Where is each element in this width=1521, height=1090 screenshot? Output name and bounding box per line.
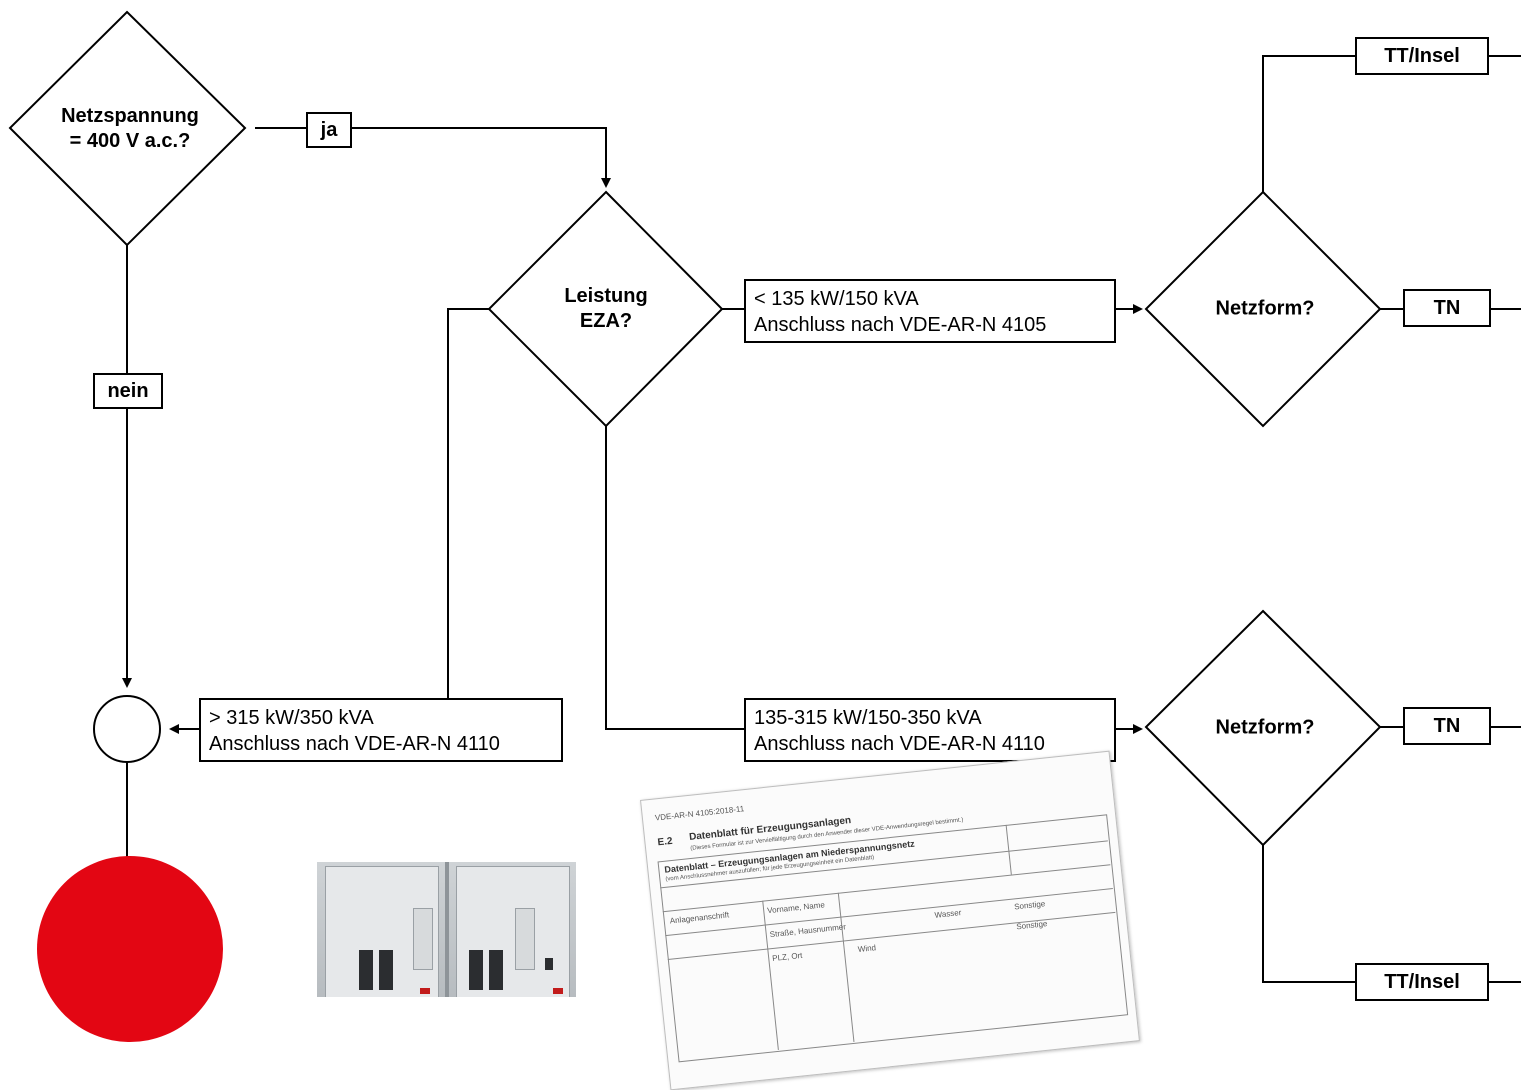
decision-leistung-line1: Leistung [564,285,648,307]
decision-leistung-line2: EZA? [579,310,633,332]
label-nein: nein [93,373,163,409]
connector-ja [255,127,611,188]
connector-tt-bottom [1262,845,1521,983]
decision-netzform-top-shape [1144,190,1382,428]
connector-tt-top [1262,55,1521,192]
decision-netzspannung-line2: = 400 V a.c.? [69,130,191,152]
cabinet-photo [317,862,576,997]
decision-netzform-top-text: Netzform? [1215,297,1315,320]
label-gt315-line2: Anschluss nach VDE-AR-N 4110 [209,733,500,755]
label-tn-bottom: TN [1403,707,1491,745]
decision-netzform-bottom-text: Netzform? [1215,716,1315,739]
label-gt315-line1: > 315 kW/350 kVA [209,707,374,729]
datenblatt-sheet: VDE-AR-N 4105:2018-11 E.2 Datenblatt für… [640,750,1140,1090]
sheet-option-wind: Wind [857,943,877,955]
label-lt135-line2: Anschluss nach VDE-AR-N 4105 [754,314,1047,336]
label-tt-insel-bottom: TT/Insel [1355,963,1489,1001]
decision-leistung-text: Leistung EZA? [564,284,647,334]
connector-mid [605,426,1143,734]
label-mid-line1: 135-315 kW/150-350 kVA [754,707,982,729]
label-ja: ja [306,112,352,148]
sheet-header: VDE-AR-N 4105:2018-11 [654,804,745,823]
label-lt135: < 135 kW/150 kVA Anschluss nach VDE-AR-N… [744,279,1116,343]
connector-gt315-up [447,308,489,729]
junction-circle [93,695,161,763]
label-mid-line2: Anschluss nach VDE-AR-N 4110 [754,733,1045,755]
label-tn-top: TN [1403,289,1491,327]
decision-netzspannung-line1: Netzspannung [61,105,199,127]
red-disc-decoration [37,856,223,1042]
decision-netzspannung-text: Netzspannung = 400 V a.c.? [61,104,199,154]
sheet-section: E.2 [657,835,674,849]
label-mid: 135-315 kW/150-350 kVA Anschluss nach VD… [744,698,1116,762]
label-lt135-line1: < 135 kW/150 kVA [754,288,919,310]
label-gt315: > 315 kW/350 kVA Anschluss nach VDE-AR-N… [199,698,563,762]
label-tt-insel-top: TT/Insel [1355,37,1489,75]
